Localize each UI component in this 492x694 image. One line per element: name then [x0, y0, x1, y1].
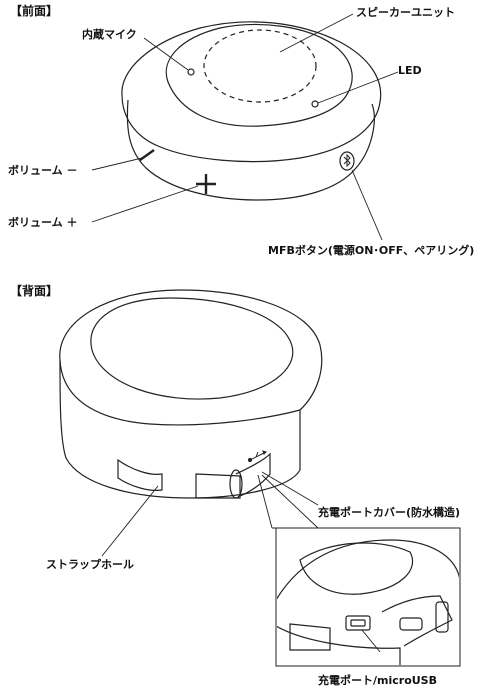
volume-up-label: ボリューム ＋ — [8, 216, 78, 229]
front-leader-lines — [91, 13, 399, 241]
speaker-label: スピーカーユニット — [356, 6, 455, 19]
led-indicator — [311, 100, 319, 108]
front-section-title: 【前面】 — [10, 4, 59, 18]
strap-hole-label: ストラップホール — [46, 558, 134, 571]
mic-hole — [187, 68, 195, 76]
back-section-title: 【背面】 — [10, 284, 59, 298]
mfb-button-label: MFBボタン(電源ON･OFF、ペアリング) — [268, 244, 475, 257]
minus-icon — [139, 149, 155, 161]
port-cover-label: 充電ポートカバー(防水構造) — [318, 506, 461, 519]
plus-icon — [196, 174, 216, 194]
led-label: LED — [398, 64, 422, 77]
back-speaker-body — [59, 289, 323, 499]
usb-icon — [247, 450, 267, 463]
charge-port-label: 充電ポート/microUSB — [318, 674, 437, 687]
detail-inset — [275, 527, 461, 667]
volume-down-label: ボリューム － — [8, 164, 78, 177]
mic-label: 内蔵マイク — [82, 28, 137, 41]
bluetooth-icon — [339, 151, 355, 171]
back-leader-lines — [101, 471, 319, 557]
front-speaker-body — [121, 21, 382, 201]
